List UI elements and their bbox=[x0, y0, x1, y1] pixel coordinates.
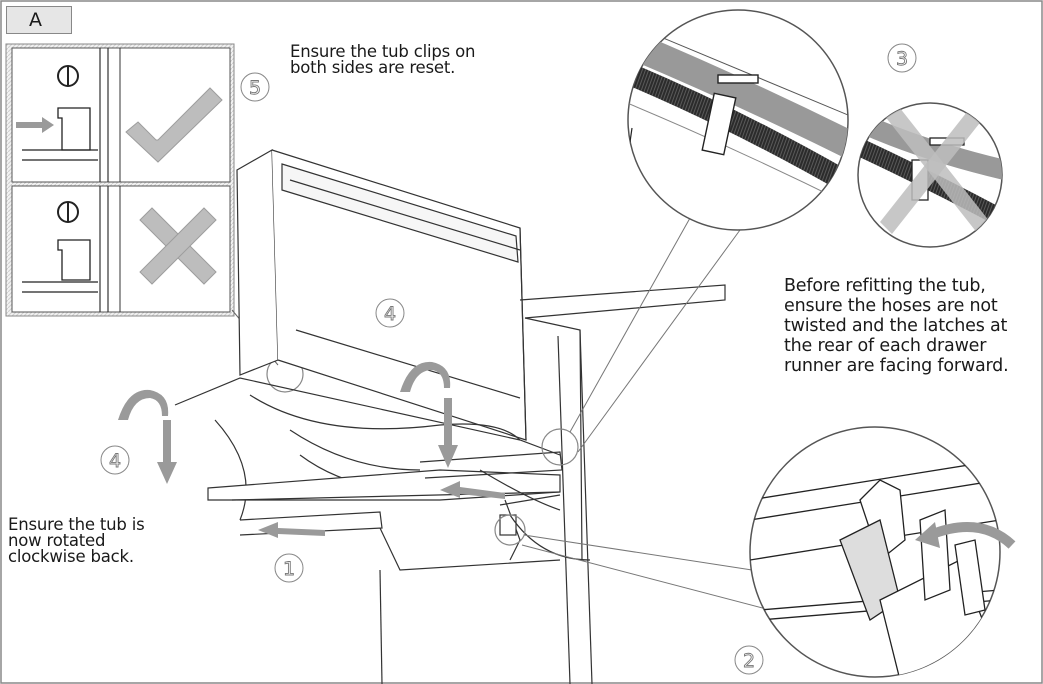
zoom-hose-incorrect bbox=[857, 102, 1003, 248]
arrow-icon bbox=[157, 398, 505, 538]
step-4-top-number: 4 bbox=[384, 303, 396, 325]
step-4-left-number: 4 bbox=[109, 450, 121, 472]
step-markers bbox=[100, 43, 917, 675]
zoom-runner-latch bbox=[749, 426, 1016, 678]
detail-callout-latch bbox=[494, 514, 526, 546]
dishwasher-drawer-illustration bbox=[174, 148, 726, 684]
rotate-arrow-icon bbox=[400, 361, 451, 392]
step-1-number: 1 bbox=[283, 558, 295, 580]
step-2-number: 2 bbox=[743, 650, 755, 672]
caption-hoses: Before refitting the tub, ensure the hos… bbox=[784, 276, 1009, 376]
panel-label: A bbox=[29, 9, 42, 31]
detail-callout-hose bbox=[541, 428, 579, 466]
cross-icon bbox=[139, 207, 217, 285]
checkmark-icon bbox=[125, 87, 223, 163]
rotate-arrow-icon bbox=[118, 389, 169, 420]
step-3-number: 3 bbox=[896, 48, 908, 70]
zoom-hose-correct bbox=[627, 9, 849, 231]
caption-tub-clips: Ensure the tub clips on both sides are r… bbox=[290, 42, 476, 77]
step-5-number: 5 bbox=[249, 77, 261, 99]
panel-label-box: A bbox=[6, 6, 72, 34]
caption-rotated: Ensure the tub is now rotated clockwise … bbox=[8, 515, 145, 566]
